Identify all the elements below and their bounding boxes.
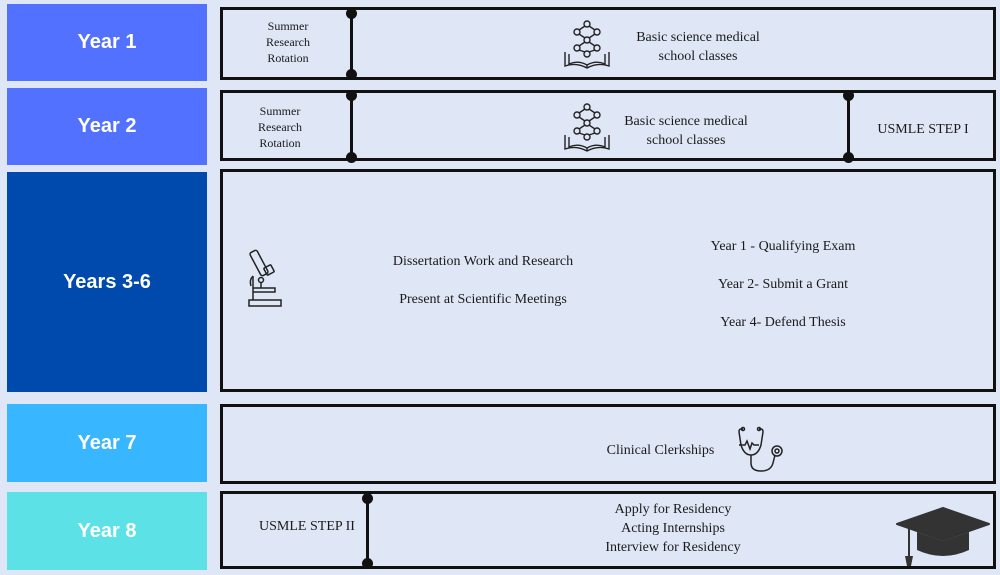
text-line: Research bbox=[258, 120, 302, 134]
year-1-label: Year 1 bbox=[7, 4, 207, 81]
submit-grant: Year 2- Submit a Grant bbox=[717, 277, 848, 292]
year-2-basic-science: Basic science medical school classes bbox=[606, 112, 766, 150]
qualifying-exam: Year 1 - Qualifying Exam bbox=[710, 239, 856, 254]
text-line: Basic science medical bbox=[636, 30, 760, 45]
defend-thesis: Year 4- Defend Thesis bbox=[720, 315, 846, 330]
present-scientific-meetings: Present at Scientific Meetings bbox=[399, 292, 567, 307]
years-3-6-label: Years 3-6 bbox=[7, 172, 207, 392]
text-line: Rotation bbox=[259, 136, 301, 150]
text-line: Summer bbox=[267, 19, 309, 33]
book-molecule-icon bbox=[564, 103, 610, 152]
usmle-step-1: USMLE STEP I bbox=[877, 122, 969, 137]
text-line: Rotation bbox=[267, 51, 309, 65]
dissertation-work: Dissertation Work and Research bbox=[392, 254, 574, 269]
text-line: Basic science medical bbox=[624, 114, 748, 129]
years-3-6-box: Dissertation Work and Research Present a… bbox=[220, 169, 996, 392]
divider-line bbox=[350, 96, 353, 157]
graduation-cap-icon bbox=[896, 507, 990, 566]
divider-dot bbox=[843, 90, 854, 101]
divider-dot bbox=[346, 90, 357, 101]
year-1-box: Summer Research Rotation Basic science m… bbox=[220, 7, 996, 80]
year-7-box: Clinical Clerkships bbox=[220, 404, 996, 484]
divider-dot bbox=[346, 152, 357, 163]
year-8-label: Year 8 bbox=[7, 492, 207, 570]
divider-dot bbox=[346, 69, 357, 80]
acting-internships: Acting Internships bbox=[621, 521, 725, 536]
divider-line bbox=[847, 96, 850, 157]
book-molecule-icon bbox=[564, 20, 610, 69]
divider-dot bbox=[843, 152, 854, 163]
divider-line bbox=[350, 13, 353, 76]
text-line: Research bbox=[266, 35, 310, 49]
text-line: school classes bbox=[646, 133, 726, 148]
year-8-box: USMLE STEP II Apply for Residency Acting… bbox=[220, 491, 996, 569]
apply-for-residency: Apply for Residency bbox=[614, 502, 732, 517]
year-2-label: Year 2 bbox=[7, 88, 207, 165]
clinical-clerkships: Clinical Clerkships bbox=[606, 443, 715, 458]
year-2-summer-research: Summer Research Rotation bbox=[235, 103, 325, 151]
divider-dot bbox=[362, 558, 373, 569]
usmle-step-2: USMLE STEP II bbox=[259, 519, 355, 534]
stethoscope-icon bbox=[738, 426, 783, 472]
year-7-label: Year 7 bbox=[7, 404, 207, 482]
year-2-box: Summer Research Rotation Basic science m… bbox=[220, 90, 996, 163]
interview-for-residency: Interview for Residency bbox=[605, 540, 741, 555]
year-1-basic-science: Basic science medical school classes bbox=[618, 28, 778, 66]
divider-line bbox=[366, 497, 369, 565]
divider-dot bbox=[362, 493, 373, 504]
divider-dot bbox=[346, 8, 357, 19]
microscope-icon bbox=[248, 249, 282, 307]
year-1-summer-research: Summer Research Rotation bbox=[243, 18, 333, 66]
text-line: Summer bbox=[259, 104, 301, 118]
text-line: school classes bbox=[658, 49, 738, 64]
